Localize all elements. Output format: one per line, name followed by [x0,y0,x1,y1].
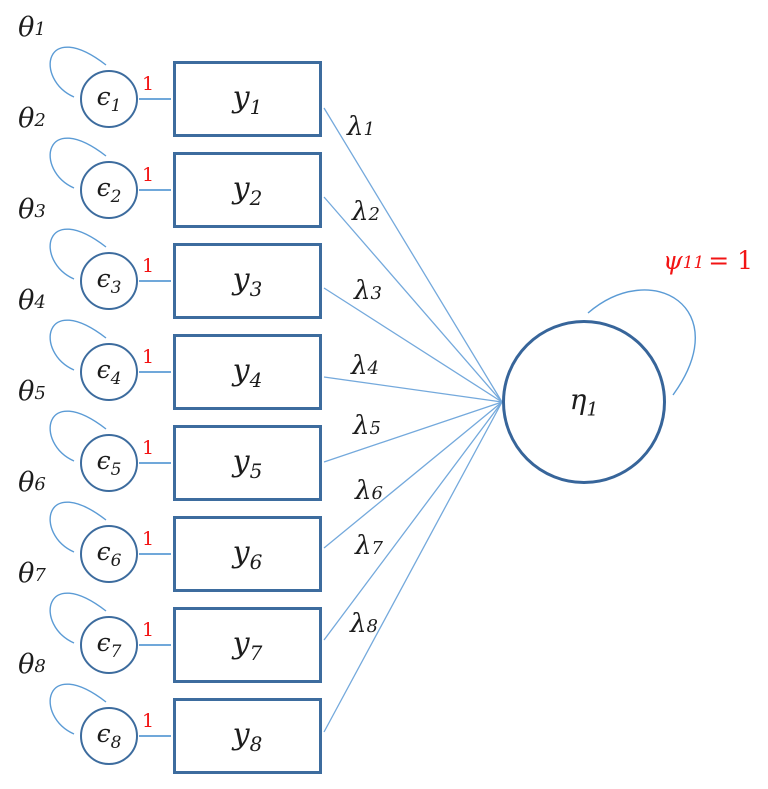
fixed-weight-label-6: 1 [141,528,155,550]
observed-node-y1: y1 [173,61,322,137]
error-label-7: ϵ7 [96,628,122,662]
fixed-weight-label-1: 1 [141,73,155,95]
error-variance-loop-7 [49,592,107,644]
error-node-6: ϵ6 [80,525,138,583]
error-label-1: ϵ1 [96,82,122,116]
latent-node-eta1: η1 [502,320,666,484]
fixed-weight-label-5: 1 [141,437,155,459]
fixed-weight-label-2: 1 [141,164,155,186]
error-label-4: ϵ4 [96,355,122,389]
error-label-8: ϵ8 [96,719,122,753]
error-variance-loop-5 [49,410,107,462]
error-variance-loop-1 [49,46,107,98]
loading-arrow-7 [323,401,503,641]
observed-label-y2: y2 [232,170,263,210]
fixed-weight-label-3: 1 [141,255,155,277]
error-label-2: ϵ2 [96,173,122,207]
loading-arrow-5 [323,401,503,463]
observed-node-y6: y6 [173,516,322,592]
error-node-1: ϵ1 [80,70,138,128]
error-node-8: ϵ8 [80,707,138,765]
observed-label-y1: y1 [232,79,263,119]
loading-arrow-1 [323,107,503,403]
error-variance-loop-4 [49,319,107,371]
loading-arrow-6 [323,401,503,549]
error-variance-loop-6 [49,501,107,553]
fixed-weight-label-7: 1 [141,619,155,641]
observed-node-y3: y3 [173,243,322,319]
observed-label-y6: y6 [232,534,263,574]
latent-label: η1 [569,383,599,421]
loading-arrow-8 [323,401,503,733]
observed-label-y5: y5 [232,443,263,483]
error-node-4: ϵ4 [80,343,138,401]
observed-label-y8: y8 [232,716,263,756]
error-label-6: ϵ6 [96,537,122,571]
error-variance-loop-3 [49,228,107,280]
error-node-7: ϵ7 [80,616,138,674]
latent-variance-loop [587,289,696,396]
loading-arrow-2 [323,196,503,403]
error-variance-loop-8 [49,683,107,735]
fixed-weight-label-4: 1 [141,346,155,368]
observed-label-y3: y3 [232,261,263,301]
error-node-2: ϵ2 [80,161,138,219]
observed-label-y4: y4 [232,352,263,392]
error-node-3: ϵ3 [80,252,138,310]
error-variance-loop-2 [49,137,107,189]
observed-node-y8: y8 [173,698,322,774]
observed-node-y2: y2 [173,152,322,228]
observed-node-y7: y7 [173,607,322,683]
error-label-5: ϵ5 [96,446,122,480]
observed-label-y7: y7 [232,625,263,665]
error-label-3: ϵ3 [96,264,122,298]
loading-arrow-3 [323,287,503,403]
fixed-weight-label-8: 1 [141,710,155,732]
observed-node-y4: y4 [173,334,322,410]
observed-node-y5: y5 [173,425,322,501]
error-node-5: ϵ5 [80,434,138,492]
loading-arrow-4 [323,376,503,403]
